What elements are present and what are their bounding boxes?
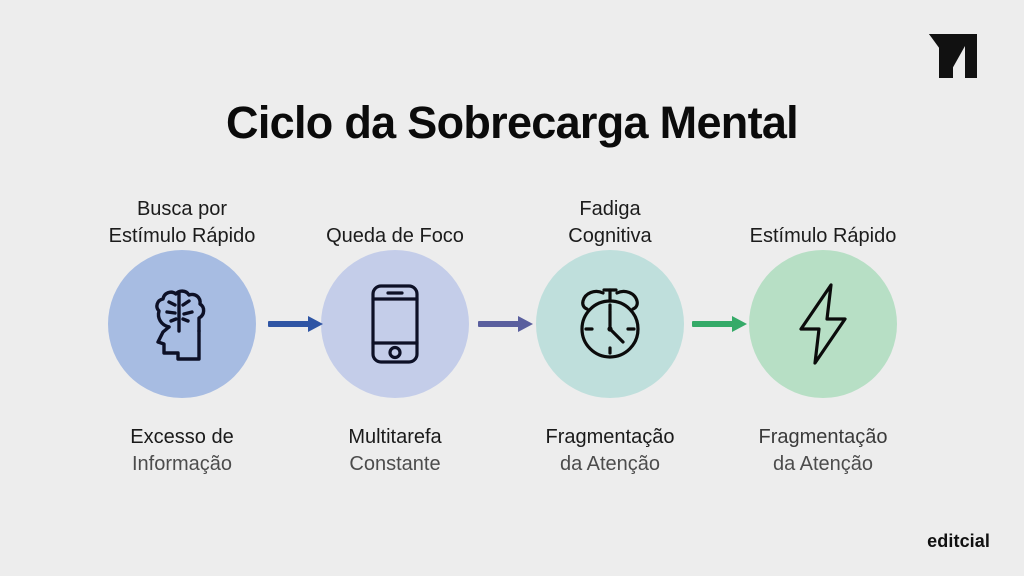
editcial-logo-mark (925, 26, 981, 82)
arrow-1-head (308, 316, 323, 332)
arrow-2-head (518, 316, 533, 332)
node-4-top-line1: Estímulo Rápido (749, 225, 897, 247)
node-4-bottom-label: Fragmentação da Atenção (708, 424, 938, 478)
brand-wordmark: editcial (927, 531, 990, 551)
arrow-3-head (732, 316, 747, 332)
node-3-bottom-line2: da Atenção (559, 453, 661, 475)
node-2-top-line1: Queda de Foco (326, 225, 464, 247)
node-3-top-label: Fadiga Cognitiva (495, 196, 725, 250)
arrow-1 (268, 316, 323, 332)
smartphone-icon (369, 283, 421, 365)
node-3-bottom-label: Fragmentação da Atenção (495, 424, 725, 478)
lightning-bolt-icon (795, 282, 851, 366)
node-1-top-line2: Estímulo Rápido (108, 225, 256, 247)
node-3-top-line2: Cognitiva (568, 225, 652, 247)
node-3-bottom-line1: Fragmentação (545, 426, 675, 448)
node-2-bottom-label: Multitarefa Constante (280, 424, 510, 478)
node-2-circle[interactable] (321, 250, 469, 398)
flow-node-4[interactable]: Estímulo Rápido Fragmentação da Atenção (708, 168, 938, 498)
cycle-flow-diagram: Busca por Estímulo Rápido Excesso de Inf… (0, 168, 1024, 498)
arrow-3 (692, 316, 747, 332)
node-1-top-line1: Busca por (136, 198, 228, 220)
flow-node-3[interactable]: Fadiga Cognitiva (495, 168, 725, 498)
node-4-bottom-line2: da Atenção (772, 453, 874, 475)
node-3-circle[interactable] (536, 250, 684, 398)
brain-head-icon (145, 285, 219, 363)
node-3-top-line1: Fadiga (579, 198, 641, 220)
node-1-top-label: Busca por Estímulo Rápido (67, 196, 297, 250)
arrow-2-shaft (478, 321, 520, 327)
node-4-circle[interactable] (749, 250, 897, 398)
node-1-bottom-line2: Informação (131, 453, 233, 475)
arrow-3-shaft (692, 321, 734, 327)
node-4-top-label: Estímulo Rápido (708, 223, 938, 250)
node-4-bottom-line1: Fragmentação (758, 426, 888, 448)
node-2-top-label: Queda de Foco (280, 223, 510, 250)
node-1-bottom-label: Excesso de Informação (67, 424, 297, 478)
flow-node-2[interactable]: Queda de Foco Multitarefa Constante (280, 168, 510, 498)
node-2-bottom-line2: Constante (349, 453, 441, 475)
node-1-bottom-line1: Excesso de (130, 426, 234, 448)
arrow-1-shaft (268, 321, 310, 327)
node-1-circle[interactable] (108, 250, 256, 398)
arrow-2 (478, 316, 533, 332)
page-title: Ciclo da Sobrecarga Mental (226, 97, 799, 148)
node-2-bottom-line1: Multitarefa (348, 426, 442, 448)
alarm-clock-icon (569, 284, 651, 364)
flow-node-1[interactable]: Busca por Estímulo Rápido Excesso de Inf… (67, 168, 297, 498)
